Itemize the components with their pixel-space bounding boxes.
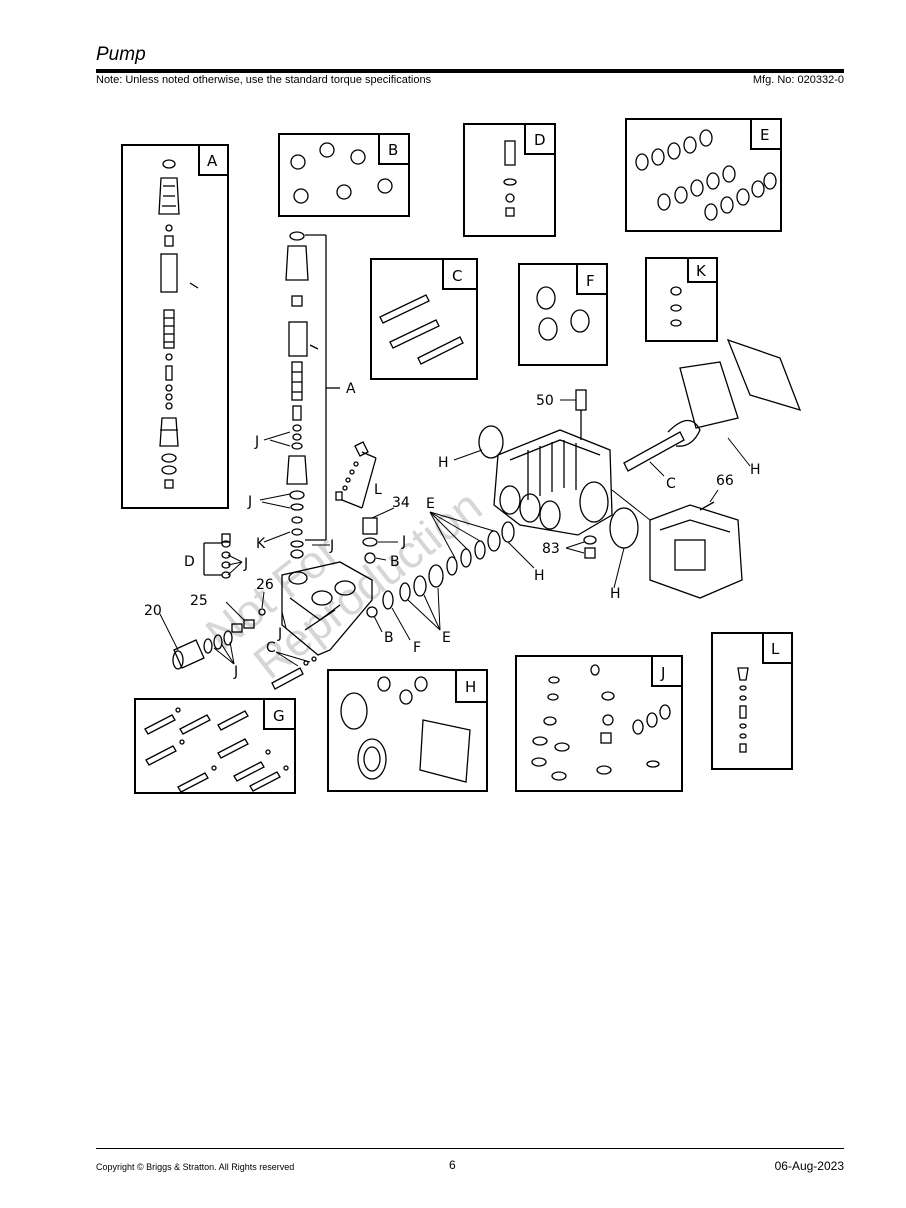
page-title: Pump: [96, 44, 146, 65]
pump-crankcase: [478, 389, 613, 559]
callout-a: A: [346, 381, 356, 397]
callout-h-4: H: [750, 462, 761, 478]
leader-lines: [159, 399, 751, 667]
footer-date: 06-Aug-2023: [774, 1159, 844, 1173]
callout-c-2: C: [666, 476, 676, 492]
callout-66: 66: [716, 473, 734, 489]
kit-box-d: D: [463, 123, 556, 237]
callout-c-1: C: [266, 640, 276, 656]
callout-34: 34: [392, 495, 410, 511]
kit-box-k-label: K: [696, 262, 707, 280]
callout-h-2: H: [534, 568, 545, 584]
torque-note: Note: Unless noted otherwise, use the st…: [96, 74, 432, 86]
callout-83: 83: [542, 541, 560, 557]
kit-box-f-label: F: [586, 272, 595, 290]
callout-b-1: B: [390, 554, 400, 570]
callout-j-5: J: [277, 626, 282, 642]
callout-j-1: J: [254, 434, 259, 450]
kit-box-l: L: [711, 632, 793, 770]
copyright-text: Copyright © Briggs & Stratton. All Right…: [96, 1162, 295, 1172]
callout-h-3: H: [610, 586, 621, 602]
callout-labels: A J J K J D J 26 25 20 J C J L 34 E J B …: [144, 381, 761, 680]
callout-26: 26: [256, 577, 274, 593]
center-seal-parts: [362, 517, 515, 618]
kit-box-j-label: J: [660, 664, 665, 682]
callout-25: 25: [190, 593, 208, 609]
kit-box-b: B: [278, 133, 410, 217]
callout-j-4: J: [243, 556, 248, 572]
right-side-parts: [609, 338, 802, 599]
callout-j-7: J: [401, 534, 406, 550]
kit-box-g: G: [134, 698, 296, 794]
kit-box-h: H: [327, 669, 488, 792]
footer-rule: [96, 1148, 844, 1149]
callout-e-2: E: [442, 630, 451, 646]
callout-d: D: [184, 554, 195, 570]
header-rule: [96, 69, 844, 73]
callout-k: K: [256, 536, 266, 552]
kit-box-k: K: [645, 257, 718, 342]
callout-f: F: [413, 640, 421, 656]
kit-box-h-label: H: [465, 678, 476, 696]
callout-b-2: B: [384, 630, 394, 646]
kit-box-c-label: C: [452, 267, 462, 285]
manifold-body: [281, 561, 373, 656]
pump-exploded-diagram: Not For Reproduction A B D: [121, 118, 802, 794]
kit-box-d-label: D: [534, 131, 546, 149]
callout-h-1: H: [438, 455, 449, 471]
kit-box-b-label: B: [388, 141, 398, 159]
unloader-parts: [335, 441, 377, 509]
kit-box-c: C: [370, 258, 478, 380]
kit-box-e: E: [625, 118, 782, 232]
kit-box-l-label: L: [771, 640, 780, 658]
mfg-number: Mfg. No: 020332-0: [752, 74, 844, 86]
callout-e-1: E: [426, 496, 435, 512]
manifold-parts-column: [285, 231, 340, 559]
kit-box-j: J: [515, 655, 683, 792]
kit-box-a-label: A: [207, 152, 218, 170]
callout-j-6: J: [233, 664, 238, 680]
callout-l: L: [374, 482, 382, 498]
kit-box-g-label: G: [273, 707, 285, 725]
page-number: 6: [449, 1158, 456, 1172]
callout-20: 20: [144, 603, 162, 619]
callout-j-3: J: [329, 538, 334, 554]
kit-box-a: A: [121, 144, 229, 509]
callout-j-2: J: [247, 494, 252, 510]
kit-box-f: F: [518, 263, 608, 366]
kit-box-e-label: E: [760, 126, 769, 144]
callout-50: 50: [536, 393, 554, 409]
